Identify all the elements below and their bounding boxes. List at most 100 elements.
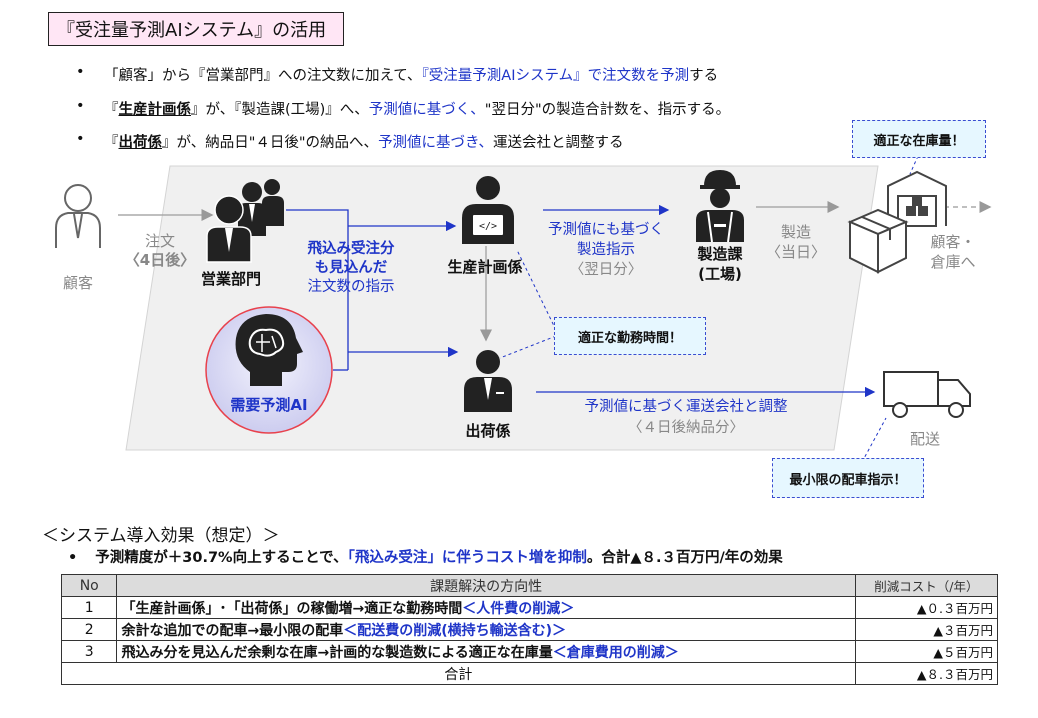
delivery-label: 配送 — [909, 430, 940, 448]
svg-text:</>: </> — [479, 221, 497, 232]
destination-label: 顧客・ 倉庫へ — [918, 232, 988, 272]
row-text: 飛込み分を見込んだ余剰な在庫→計画的な製造数による適正な在庫量 — [121, 644, 553, 661]
effects-heading: ＜システム導入効果（想定）＞ — [42, 526, 280, 546]
table-row: 2 余計な追加での配車→最小限の配車＜配送費の削減(横持ち輸送含む)＞ ▲３百万… — [60, 618, 999, 641]
text-run: 『受注量予測AIシステム』で注文数を予測 — [421, 68, 690, 84]
flow-diagram: </> — [55, 155, 992, 463]
destination-line-2: 倉庫へ — [930, 253, 976, 271]
row-text: 「生産計画係」･「出荷係」の稼働増→適正な勤務時間 — [121, 600, 463, 617]
bullet-text: 『出荷係』が、納品日"４日後"の納品へ、予測値に基づき、運送会社と調整する — [104, 131, 624, 152]
row-direction: 「生産計画係」･「出荷係」の稼働増→適正な勤務時間＜人件費の削減＞ — [116, 596, 856, 619]
customer-label: 顧客 — [62, 274, 93, 292]
truck-icon — [883, 371, 971, 418]
text-run: 生産計画係 — [118, 102, 192, 118]
order-label-line-2: 〈4日後〉 — [124, 251, 196, 269]
factory-worker-icon — [696, 170, 744, 243]
bullet-text: 『生産計画係』が、『製造課(工場)』へ、予測値に基づく、"翌日分"の製造合計数を… — [104, 98, 730, 119]
speculative-line-1: 飛込み受注分 — [307, 241, 395, 257]
text-run: 予測値に基づく、 — [368, 102, 485, 118]
text-run: "翌日分"の製造合計数を、指示する。 — [484, 102, 731, 118]
sales-team-icon — [206, 179, 284, 263]
mfg-instr-line-2: 製造指示 — [577, 242, 635, 258]
effects-table: No 課題解決の方向性 削減コスト（/年） 1 「生産計画係」･「出荷係」の稼働… — [60, 574, 999, 685]
table-row: 3 飛込み分を見込んだ余剰な在庫→計画的な製造数による適正な在庫量＜倉庫費用の削… — [60, 640, 999, 663]
customer-icon — [55, 184, 101, 248]
bullet-dot: • — [76, 98, 85, 114]
bullet-dot: • — [76, 131, 85, 147]
bullet-text: 「顧客」から『営業部門』への注文数に加えて、『受注量予測AIシステム』で注文数を… — [104, 64, 718, 85]
order-label: 注文 〈4日後〉 — [120, 232, 200, 270]
mfg-instr-line-3: 〈翌日分〉 — [569, 262, 643, 278]
sales-to-junction-line — [286, 209, 349, 370]
destination-line-1: 顧客・ — [930, 233, 976, 251]
row-text: 余計な追加での配車→最小限の配車 — [121, 622, 344, 639]
text-run: 予測値に基づき、 — [378, 135, 494, 151]
row-emphasis: ＜配送費の削減(横持ち輸送含む)＞ — [343, 622, 566, 639]
ship-instr-line-1: 予測値に基づく運送会社と調整 — [584, 399, 788, 415]
callout-optimal-hours: 適正な勤務時間！ — [554, 317, 706, 355]
row-emphasis: ＜倉庫費用の削減＞ — [552, 644, 679, 661]
text-run: 』が、『製造課(工場)』へ、 — [191, 102, 369, 118]
text-run: 『 — [104, 102, 119, 118]
table-header-row: No 課題解決の方向性 削減コスト（/年） — [60, 574, 999, 597]
row-emphasis: ＜人件費の削減＞ — [462, 600, 575, 617]
total-label: 合計 — [61, 662, 856, 685]
text-run: 』が、納品日"４日後"の納品へ、 — [162, 135, 379, 151]
row-direction: 飛込み分を見込んだ余剰な在庫→計画的な製造数による適正な在庫量＜倉庫費用の削減＞ — [116, 640, 856, 663]
factory-label: 製造課 (工場) — [680, 244, 760, 284]
text-run: 運送会社と調整する — [493, 135, 624, 151]
effects-bullet-text: 予測精度が＋30.7%向上することで、「飛込み受注」に伴うコスト増を抑制。合計▲… — [95, 550, 783, 566]
speculative-order-label: 飛込み受注分 も見込んだ 注文数の指示 — [290, 240, 412, 297]
produce-label: 製造 〈当日〉 — [758, 222, 834, 262]
planning-person-icon: </> — [462, 176, 514, 244]
order-label-line-1: 注文 — [144, 232, 175, 250]
page-title: 『受注量予測AIシステム』の活用 — [48, 12, 344, 46]
text-run: 予測精度が＋30.7%向上することで、 — [95, 550, 348, 566]
factory-line-2: (工場) — [698, 265, 742, 283]
shipping-label: 出荷係 — [465, 422, 511, 440]
header-direction: 課題解決の方向性 — [116, 574, 856, 597]
callout-optimal-stock: 適正な在庫量！ — [852, 120, 986, 158]
callout-hours-pointer-2 — [499, 335, 557, 359]
table-row: 1 「生産計画係」･「出荷係」の稼働増→適正な勤務時間＜人件費の削減＞ ▲０.３… — [60, 596, 999, 619]
mfg-instruction-label: 予測値にも基づく 製造指示 〈翌日分〉 — [536, 220, 676, 280]
ai-brain-head-icon — [235, 314, 303, 386]
text-run: 『 — [104, 135, 119, 151]
ai-label: 需要予測AI — [230, 396, 308, 414]
text-run: 。合計▲８.３百万円/年の効果 — [586, 550, 783, 566]
text-run: 「飛込み受注」に伴うコスト増を抑制 — [347, 550, 587, 566]
produce-line-1: 製造 — [780, 223, 811, 241]
row-cost: ▲５百万円 — [854, 640, 999, 663]
header-cost: 削減コスト（/年） — [854, 574, 999, 597]
text-run: する — [689, 68, 719, 84]
callout-minimal-dispatch: 最小限の配車指示！ — [772, 458, 924, 498]
speculative-line-2: も見込んだ — [314, 260, 388, 276]
box-icon — [847, 208, 909, 274]
ship-instruction-label: 予測値に基づく運送会社と調整 〈４日後納品分〉 — [556, 397, 816, 439]
row-direction: 余計な追加での配車→最小限の配車＜配送費の削減(横持ち輸送含む)＞ — [116, 618, 856, 641]
planning-label: 生産計画係 — [447, 258, 523, 276]
page-title-text: 『受注量予測AIシステム』の活用 — [57, 20, 327, 41]
row-no: 3 — [60, 640, 118, 663]
row-no: 2 — [60, 618, 118, 641]
callout-dispatch-pointer — [861, 417, 887, 463]
callout-hours-pointer-1 — [516, 249, 557, 331]
text-run: 出荷係 — [118, 135, 163, 151]
mfg-instr-line-1: 予測値にも基づく — [548, 222, 664, 238]
bullet-dot: • — [76, 64, 85, 80]
effects-bullet: • 予測精度が＋30.7%向上することで、「飛込み受注」に伴うコスト増を抑制。合計… — [68, 546, 783, 567]
factory-line-1: 製造課 — [697, 245, 743, 263]
bullet-dot: • — [68, 550, 78, 566]
ship-instr-line-2: 〈４日後納品分〉 — [628, 420, 744, 436]
row-cost: ▲３百万円 — [854, 618, 999, 641]
produce-line-2: 〈当日〉 — [765, 243, 826, 261]
table-total-row: 合計 ▲８.３百万円 — [61, 662, 999, 685]
row-no: 1 — [60, 596, 118, 619]
speculative-line-3: 注文数の指示 — [307, 279, 395, 295]
header-no: No — [60, 574, 118, 597]
sales-label: 営業部門 — [200, 270, 261, 288]
shipping-person-icon — [464, 350, 512, 412]
row-cost: ▲０.３百万円 — [854, 596, 999, 619]
total-cost: ▲８.３百万円 — [854, 662, 999, 685]
text-run: 「顧客」から『営業部門』への注文数に加えて、 — [104, 68, 422, 84]
